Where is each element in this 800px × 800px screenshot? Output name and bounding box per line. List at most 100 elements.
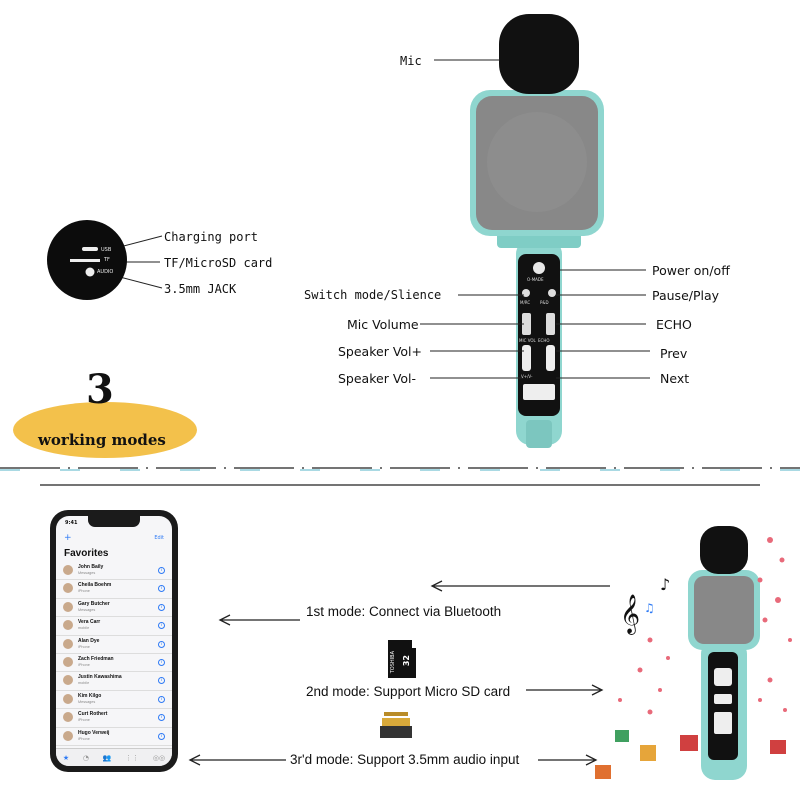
phone-notch	[88, 516, 140, 527]
label-power: Power on/off	[652, 263, 730, 278]
tab-bar: ★ ◔ 👥 ⋮⋮ ◎◎	[56, 748, 172, 766]
device-label-echo: ECHO	[538, 338, 550, 343]
edit-button[interactable]: Edit	[154, 535, 164, 541]
info-icon[interactable]: i	[158, 640, 165, 648]
contact-name: John Baily	[78, 564, 104, 570]
avatar	[63, 638, 73, 649]
badge-text: working modes	[38, 431, 166, 449]
keypad-tab-icon[interactable]: ⋮⋮	[125, 753, 140, 762]
contact-name: Hugo Verweij	[78, 729, 110, 736]
info-icon[interactable]: i	[158, 658, 165, 666]
voicemail-tab-icon[interactable]: ◎◎	[152, 753, 166, 762]
microphone-bottom	[688, 526, 760, 780]
info-icon[interactable]: i	[158, 622, 165, 630]
sd-card-brand: TOSHIBA	[390, 651, 396, 674]
mode-1-text: 1st mode: Connect via Bluetooth	[306, 604, 502, 619]
info-icon[interactable]: i	[158, 732, 165, 740]
contact-name: Justin Kawashima	[78, 674, 122, 681]
favorites-tab-icon[interactable]: ★	[62, 753, 70, 762]
contact-type: iPhone	[78, 644, 90, 649]
mode-arrows	[188, 580, 610, 766]
svg-text:♫: ♫	[644, 601, 655, 615]
gifts-decoration	[595, 730, 786, 779]
contact-name: Alan Dye	[78, 637, 100, 644]
label-tf-card: TF/MicroSD card	[164, 256, 273, 270]
device-label-micvol: MIC VOL	[519, 338, 536, 343]
port-panel	[47, 220, 127, 300]
port-audio-label: AUDIO	[97, 269, 114, 275]
hearts-decoration	[618, 537, 792, 715]
contact-type: mobile	[78, 626, 90, 631]
contact-type: iPhone	[78, 718, 90, 723]
status-time: 9:41	[65, 520, 78, 526]
page-title: Favorites	[64, 548, 109, 559]
device-label-pause: P&D	[540, 300, 549, 305]
contact-type: iPhone	[78, 589, 90, 594]
mode-3-text: 3r'd mode: Support 3.5mm audio input	[290, 752, 520, 767]
label-mic: Mic	[400, 54, 422, 68]
avatar	[63, 693, 73, 704]
contact-name: Gary Butcher	[78, 600, 110, 607]
info-icon[interactable]: i	[158, 714, 165, 722]
svg-text:♪: ♪	[660, 575, 670, 594]
svg-text:𝄞: 𝄞	[620, 594, 640, 635]
add-icon[interactable]: +	[64, 533, 72, 543]
recents-tab-icon[interactable]: ◔	[82, 753, 89, 762]
info-icon[interactable]: i	[158, 695, 165, 703]
port-tf-label: TF	[104, 257, 110, 263]
label-next: Next	[660, 371, 690, 386]
label-switch-mode: Switch mode/Slience	[304, 288, 442, 302]
avatar	[63, 730, 73, 741]
label-mic-volume: Mic Volume	[347, 317, 419, 332]
label-echo: ECHO	[656, 317, 692, 332]
audio-cable	[380, 712, 412, 738]
avatar	[63, 620, 73, 631]
contact-type: mobile	[78, 681, 90, 686]
contact-type: iPhone	[78, 662, 90, 667]
label-charging-port: Charging port	[164, 230, 258, 244]
contact-name: Curt Rothert	[78, 711, 108, 718]
label-jack: 3.5mm JACK	[164, 282, 237, 296]
device-label-mrc: M/RC	[520, 300, 531, 305]
contact-name: Zach Friedman	[78, 655, 114, 662]
contact-name: Kim Kilgo	[78, 692, 102, 699]
info-icon[interactable]: i	[158, 603, 165, 611]
sd-card	[388, 640, 416, 678]
port-usb-label: USB	[101, 247, 112, 253]
music-notes: 𝄞 ♪ ♫	[620, 575, 670, 635]
label-prev: Prev	[660, 346, 688, 361]
avatar	[63, 712, 73, 723]
avatar	[63, 583, 73, 594]
avatar	[63, 565, 73, 575]
device-label-vol: V+/V-	[521, 374, 533, 379]
info-icon[interactable]: i	[158, 677, 165, 685]
contacts-tab-icon[interactable]: 👥	[102, 753, 112, 762]
label-pause-play: Pause/Play	[652, 288, 720, 303]
contact-type: iPhone	[78, 736, 90, 741]
label-speaker-vol-down: Speaker Vol-	[338, 371, 417, 386]
avatar	[63, 675, 73, 686]
contact-name: Cheila Boehm	[78, 582, 112, 589]
divider	[0, 467, 800, 486]
contact-type: Messages	[78, 607, 96, 612]
info-icon[interactable]: i	[158, 585, 165, 593]
avatar	[63, 656, 73, 667]
mode-2-text: 2nd mode: Support Micro SD card	[306, 684, 511, 699]
info-icon[interactable]: i	[158, 567, 165, 574]
device-label-power: O-MADE	[527, 277, 544, 282]
contact-type: Messages	[78, 699, 96, 704]
